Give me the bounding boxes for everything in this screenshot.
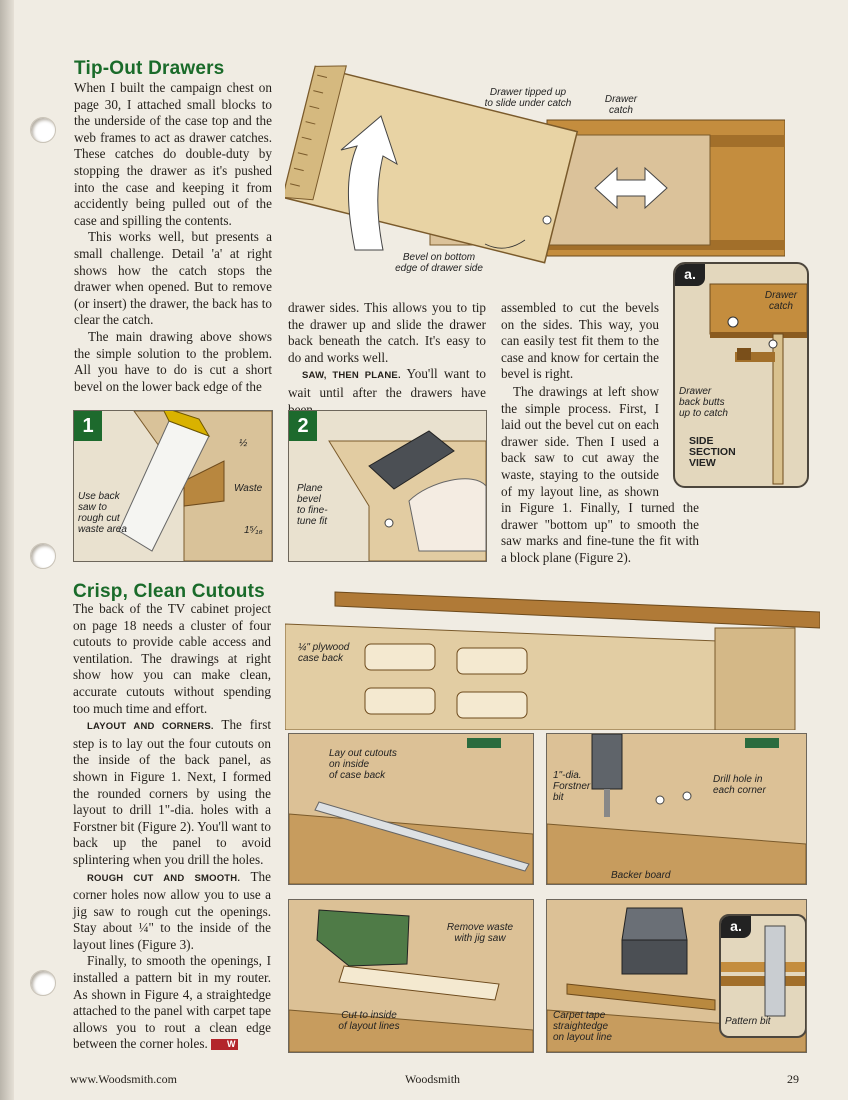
fig2-label-drill-hole: Drill hole in each corner bbox=[713, 774, 766, 796]
figure-3-drawing bbox=[289, 900, 533, 1052]
fig2-label-plane: Plane bevel to fine- tune fit bbox=[297, 483, 328, 527]
woodsmith-end-mark: W bbox=[211, 1039, 238, 1051]
jig-saw bbox=[316, 909, 410, 967]
binder-hole bbox=[30, 970, 56, 996]
cutout bbox=[456, 647, 528, 675]
footer-page-number: 29 bbox=[787, 1072, 799, 1086]
figure-number: 2 bbox=[289, 411, 317, 441]
footer-magazine: Woodsmith bbox=[405, 1072, 461, 1086]
paragraph: The back of the TV cabinet project on pa… bbox=[73, 601, 271, 716]
article1-column-1: When I built the campaign chest on page … bbox=[74, 80, 272, 395]
cabinet-back-illustration bbox=[285, 591, 820, 730]
paragraph: This works well, but presents a small ch… bbox=[74, 229, 272, 328]
label-plywood-case-back: ¼" plywood case back bbox=[298, 642, 350, 664]
binding-edge bbox=[0, 0, 14, 1100]
footer-url: www.Woodsmith.com bbox=[70, 1072, 177, 1086]
binder-hole bbox=[30, 117, 56, 143]
cutout bbox=[456, 691, 528, 719]
figure-4-router: 4 a. Pattern bit Carpet tape straightedg… bbox=[546, 899, 807, 1053]
fig4-label-carpet-tape: Carpet tape straightedge on layout line bbox=[553, 1010, 612, 1043]
pattern-bit-drawing bbox=[721, 925, 805, 1017]
detail-a-side-section: a. Drawer catch Drawer back butts up to … bbox=[673, 262, 809, 488]
fig1-dim-1-5-16: 1⁵⁄₁₆ bbox=[244, 525, 263, 536]
paragraph: The drawings at left show the simple pro… bbox=[501, 384, 699, 565]
article-heading-tip-out: Tip-Out Drawers bbox=[74, 58, 225, 79]
figure-1-layout-drawing bbox=[289, 734, 533, 884]
detail-label-back-butts: Drawer back butts up to catch bbox=[679, 386, 728, 419]
paragraph: assembled to cut the bevels on the sides… bbox=[501, 300, 659, 382]
run-in-heading: LAYOUT AND CORNERS. bbox=[87, 721, 214, 733]
article1-column-3a: assembled to cut the bevels on the sides… bbox=[501, 300, 659, 383]
fig4-detail-a: a. Pattern bit bbox=[719, 914, 806, 1038]
article1-column-2: drawer sides. This allows you to tip the… bbox=[288, 300, 486, 418]
figure-1-layout: 1 Lay out cutouts on inside of case back bbox=[288, 733, 534, 885]
article1-column-3-process: The drawings at left show the simple pro… bbox=[501, 384, 699, 567]
detail-tag: a. bbox=[675, 264, 705, 286]
label-drawer-catch: Drawer catch bbox=[604, 94, 638, 116]
fig2-label-forstner: 1"-dia. Forstner bit bbox=[553, 770, 591, 803]
figure-2-drawing bbox=[328, 430, 486, 561]
fig2-label-backer: Backer board bbox=[611, 870, 671, 881]
cutout bbox=[364, 643, 436, 671]
detail-label-catch: Drawer catch bbox=[764, 290, 798, 312]
paragraph: Finally, to smooth the openings, I insta… bbox=[73, 953, 271, 1052]
detail-view-label: SIDE SECTION VIEW bbox=[689, 435, 736, 469]
binder-hole bbox=[30, 543, 56, 569]
figure-number: 1 bbox=[74, 411, 102, 441]
label-bevel-bottom: Bevel on bottom edge of drawer side bbox=[395, 252, 483, 274]
fig1-label-saw: Use back saw to rough cut waste area bbox=[78, 491, 127, 535]
figure-1-back-saw: 1 Use back saw to rough cut waste area W… bbox=[73, 410, 273, 562]
cutout bbox=[364, 687, 436, 715]
figure-2-drill-drawing bbox=[547, 734, 806, 884]
fig1-dim-half: ½ bbox=[239, 438, 248, 449]
fig1-label-waste: Waste bbox=[234, 483, 263, 494]
pattern-bit bbox=[764, 925, 786, 1017]
article2-column: The back of the TV cabinet project on pa… bbox=[73, 601, 271, 1053]
figure-4-drawing bbox=[547, 900, 806, 1052]
paragraph: When I built the campaign chest on page … bbox=[74, 80, 272, 228]
paragraph: drawer sides. This allows you to tip the… bbox=[288, 300, 486, 365]
paragraph: The main drawing above shows the simple … bbox=[74, 328, 272, 394]
figure-1-drawing bbox=[118, 411, 272, 561]
drawer-tip-illustration bbox=[285, 65, 785, 264]
fig3-label-cut: Cut to inside of layout lines bbox=[338, 1010, 400, 1032]
fig3-label-remove: Remove waste with jig saw bbox=[446, 922, 514, 944]
detail-a-drawing bbox=[709, 283, 807, 485]
figure-3-jig-saw: 3 Remove waste with jig saw Cut to insid… bbox=[288, 899, 534, 1053]
fig4-label-pattern-bit: Pattern bit bbox=[725, 1016, 771, 1027]
label-drawer-tipped: Drawer tipped up to slide under catch bbox=[484, 87, 572, 109]
run-in-heading: ROUGH CUT AND SMOOTH. bbox=[87, 872, 241, 884]
detail-tag: a. bbox=[721, 916, 751, 938]
run-in-heading: SAW, THEN PLANE. bbox=[302, 370, 401, 382]
router-base bbox=[621, 939, 688, 975]
article-heading-cutouts: Crisp, Clean Cutouts bbox=[73, 581, 265, 602]
cutout-outline bbox=[338, 965, 500, 1001]
figure-2-block-plane: 2 Plane bevel to fine- tune fit bbox=[288, 410, 487, 562]
paragraph: The corner holes now allow you to use a … bbox=[73, 868, 271, 952]
curved-arrow-icon bbox=[340, 115, 398, 251]
straightedge bbox=[314, 801, 530, 872]
figure-2-drill: 2 1"-dia. Forstner bit Drill hole in eac… bbox=[546, 733, 807, 885]
double-arrow-icon bbox=[594, 166, 668, 210]
fig1-label-layout: Lay out cutouts on inside of case back bbox=[329, 748, 397, 781]
block-plane bbox=[368, 430, 455, 490]
paragraph: The first step is to lay out the four cu… bbox=[73, 717, 271, 867]
